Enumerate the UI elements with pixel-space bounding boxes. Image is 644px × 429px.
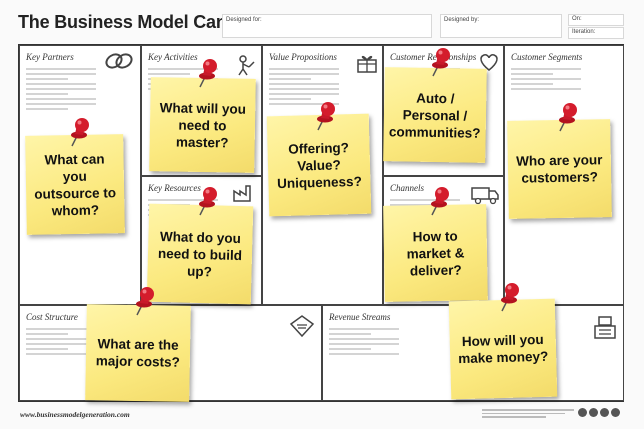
note-text: What will you need to master? — [159, 99, 247, 150]
sticky-note-key-partners: What can you outsource to whom? — [25, 134, 125, 235]
note-text: What are the major costs? — [95, 336, 180, 370]
push-pin-icon — [317, 102, 335, 131]
designed-by-label: Designed by: — [444, 17, 480, 23]
block-title-channels: Channels — [390, 183, 425, 193]
creative-commons-icon — [578, 408, 587, 417]
block-title-key-resources: Key Resources — [148, 183, 201, 193]
sticky-note-customer-relationships: Auto / Personal / communities? — [383, 67, 487, 163]
factory-icon — [233, 185, 251, 202]
push-pin-icon — [501, 283, 519, 312]
designed-for-field: Designed for: — [222, 14, 432, 38]
sticky-note-revenue-streams: How will you make money? — [448, 298, 558, 400]
price-tag-icon — [289, 315, 315, 338]
block-guide-lines — [269, 68, 339, 108]
sticky-note-channels: How to market & deliver? — [383, 204, 488, 302]
block-title-cost-structure: Cost Structure — [26, 312, 78, 322]
sticky-note-key-activities: What will you need to master? — [149, 77, 256, 173]
note-text: Who are your customers? — [516, 152, 603, 186]
note-text: Auto / Personal / communities? — [388, 90, 481, 141]
chain-link-icon — [105, 53, 133, 69]
block-guide-lines — [26, 328, 96, 358]
note-text: How will you make money? — [458, 331, 549, 367]
block-title-customer-segments: Customer Segments — [511, 52, 583, 62]
designed-by-field: Designed by: — [440, 14, 562, 38]
push-pin-icon — [136, 287, 154, 316]
sticky-note-key-resources: What do you need to build up? — [146, 203, 254, 305]
block-title-revenue-streams: Revenue Streams — [329, 312, 391, 322]
attribution-icon — [589, 408, 598, 417]
block-title-key-partners: Key Partners — [26, 52, 74, 62]
push-pin-icon — [432, 48, 450, 77]
gift-icon — [357, 55, 377, 73]
push-pin-icon — [199, 59, 217, 88]
iteration-field: Iteration: — [568, 27, 624, 39]
designed-for-label: Designed for: — [226, 17, 262, 23]
push-pin-icon — [199, 187, 217, 216]
sticky-note-customer-segments: Who are your customers? — [507, 119, 612, 219]
license-icon — [611, 408, 620, 417]
block-guide-lines — [26, 68, 96, 113]
block-guide-lines — [329, 328, 399, 358]
iteration-label: Iteration: — [572, 29, 596, 35]
note-text: What can you outsource to whom? — [34, 150, 117, 218]
heart-icon — [480, 54, 498, 71]
cash-register-icon — [594, 316, 616, 339]
block-title-key-activities: Key Activities — [148, 52, 198, 62]
date-field: On: — [568, 14, 624, 26]
worker-icon — [238, 55, 255, 76]
push-pin-icon — [431, 187, 449, 216]
sticky-note-cost-structure: What are the major costs? — [85, 304, 191, 402]
push-pin-icon — [559, 103, 577, 132]
license-fine-print — [482, 409, 574, 418]
footer-url: www.businessmodelgeneration.com — [20, 410, 130, 419]
note-text: What do you need to build up? — [157, 228, 243, 279]
block-guide-lines — [511, 68, 581, 93]
date-label: On: — [572, 16, 582, 22]
delivery-truck-icon — [471, 187, 499, 205]
block-title-value-propositions: Value Propositions — [269, 52, 337, 62]
note-text: How to market & deliver? — [406, 228, 465, 278]
push-pin-icon — [71, 118, 89, 147]
block-title-customer-relationships: Customer Relationships — [390, 52, 477, 62]
share-alike-icon — [600, 408, 609, 417]
page-title: The Business Model Canvas — [18, 12, 257, 32]
note-text: Offering? Value? Uniqueness? — [276, 139, 363, 191]
